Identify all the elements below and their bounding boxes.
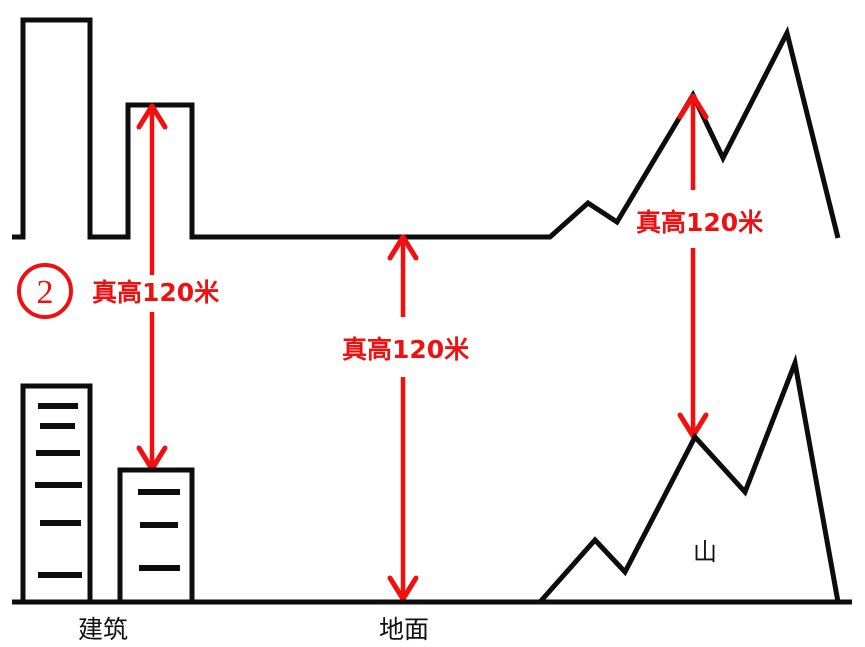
tall-building-group (20, 383, 93, 602)
mountain-height-arrow-group: 真高120米 (636, 93, 764, 439)
building-height-arrow-group: 真高120米 (92, 103, 220, 472)
upper-terrain-profile-path (12, 17, 841, 240)
building-arrow-up-head (136, 103, 168, 130)
ground-arrow-up-head (387, 234, 419, 261)
step-number-badge: 2 (17, 263, 73, 319)
ground-caption: 地面 (379, 615, 429, 644)
step-number-circle (17, 263, 73, 319)
step-number-text: 2 (37, 274, 54, 311)
mountain-height-label: 真高120米 (636, 208, 764, 237)
mountain-group: 山 (537, 353, 841, 605)
ground-height-label: 真高120米 (342, 335, 470, 364)
building-height-label: 真高120米 (92, 278, 220, 307)
upper-profile-group (12, 17, 841, 240)
buildings-caption: 建筑 (78, 615, 128, 644)
short-building-group (117, 467, 195, 602)
tall-building-outline (20, 383, 93, 602)
mountain-outline (537, 353, 841, 605)
ground-height-arrow-group: 真高120米 (342, 234, 470, 602)
mountain-label: 山 (693, 538, 717, 566)
ground-arrow-down-head (387, 575, 419, 602)
mountain-arrow-up-head (677, 93, 709, 120)
short-building-outline (117, 467, 195, 602)
